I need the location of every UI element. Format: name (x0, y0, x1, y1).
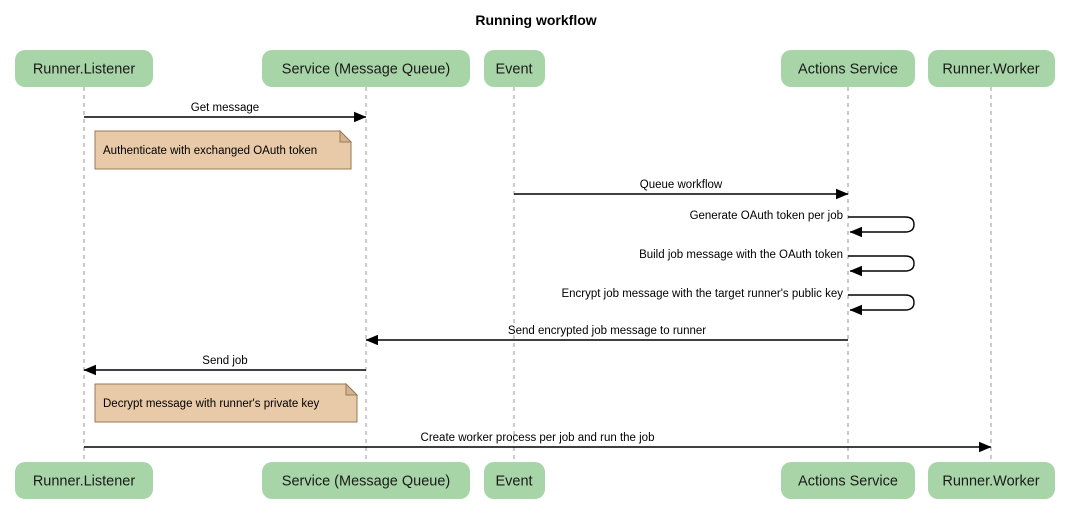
participant-label: Event (495, 473, 532, 489)
participant-actions-service-bottom[interactable]: Actions Service (781, 462, 915, 499)
participant-box (928, 50, 1055, 87)
participant-label: Runner.Listener (33, 473, 136, 489)
participant-label: Service (Message Queue) (282, 473, 450, 489)
participant-actions-service-top[interactable]: Actions Service (781, 50, 915, 87)
message-get-message[interactable]: Get message (84, 102, 367, 123)
message-label: Get message (191, 102, 259, 114)
note-label: Decrypt message with runner's private ke… (103, 398, 320, 410)
participant-runner-listener-top[interactable]: Runner.Listener (15, 50, 153, 87)
message-label: Queue workflow (640, 179, 723, 191)
participant-service-message-queue-bottom[interactable]: Service (Message Queue) (262, 462, 470, 499)
participant-event-top[interactable]: Event (484, 50, 545, 87)
message-label: Send encrypted job message to runner (508, 325, 706, 337)
participant-label: Service (Message Queue) (282, 61, 450, 77)
participant-runner-worker-top[interactable]: Runner.Worker (928, 50, 1055, 87)
note-body (94, 130, 352, 170)
participant-label: Runner.Worker (942, 61, 1039, 77)
message-send-encrypted-job-message[interactable]: Send encrypted job message to runner (365, 325, 848, 346)
participants-footer-layer: Runner.Listener Service (Message Queue) Ev… (15, 462, 1055, 499)
participant-runner-listener-bottom[interactable]: Runner.Listener (15, 462, 153, 499)
participant-box (262, 50, 470, 87)
message-generate-oauth-token-per-job[interactable]: Generate OAuth token per job (690, 210, 915, 238)
lifelines-layer (83, 87, 992, 462)
participant-label: Actions Service (798, 473, 898, 489)
message-label: Create worker process per job and run th… (421, 432, 655, 444)
participant-box (928, 462, 1055, 499)
message-create-worker-process[interactable]: Create worker process per job and run th… (84, 432, 992, 453)
note-label: Authenticate with exchanged OAuth token (103, 145, 317, 157)
participant-box (15, 50, 153, 87)
note-fold-corner-icon (339, 129, 353, 143)
self-loop-arrow (848, 255, 915, 277)
notes-layer: Authenticate with exchanged OAuth tokenD… (94, 129, 359, 423)
participant-box (262, 462, 470, 499)
self-loop-arrow (848, 294, 915, 316)
message-send-job[interactable]: Send job (83, 355, 366, 376)
note-decrypt-note[interactable]: Decrypt message with runner's private ke… (94, 382, 359, 423)
participant-box (781, 50, 915, 87)
note-fold-corner-icon (345, 382, 359, 396)
participant-box (484, 50, 545, 87)
page-title: Running workflow (475, 12, 596, 28)
note-authenticate-note[interactable]: Authenticate with exchanged OAuth token (94, 129, 353, 170)
message-build-job-message[interactable]: Build job message with the OAuth token (639, 249, 915, 277)
note-body (94, 383, 358, 423)
message-encrypt-job-message[interactable]: Encrypt job message with the target runn… (561, 288, 915, 316)
participant-box (484, 462, 545, 499)
participant-event-bottom[interactable]: Event (484, 462, 545, 499)
participant-box (781, 462, 915, 499)
participant-label: Event (495, 61, 532, 77)
message-label: Generate OAuth token per job (690, 210, 843, 222)
participant-service-message-queue-top[interactable]: Service (Message Queue) (262, 50, 470, 87)
participants-header-layer: Runner.Listener Service (Message Queue) Ev… (15, 50, 1055, 87)
participant-runner-worker-bottom[interactable]: Runner.Worker (928, 462, 1055, 499)
self-loop-arrow (848, 216, 915, 238)
participant-label: Runner.Worker (942, 473, 1039, 489)
message-label: Send job (202, 355, 247, 367)
message-label: Encrypt job message with the target runn… (561, 288, 843, 300)
message-label: Build job message with the OAuth token (639, 249, 843, 261)
message-queue-workflow[interactable]: Queue workflow (514, 179, 849, 200)
participant-label: Actions Service (798, 61, 898, 77)
participant-box (15, 462, 153, 499)
participant-label: Runner.Listener (33, 61, 136, 77)
